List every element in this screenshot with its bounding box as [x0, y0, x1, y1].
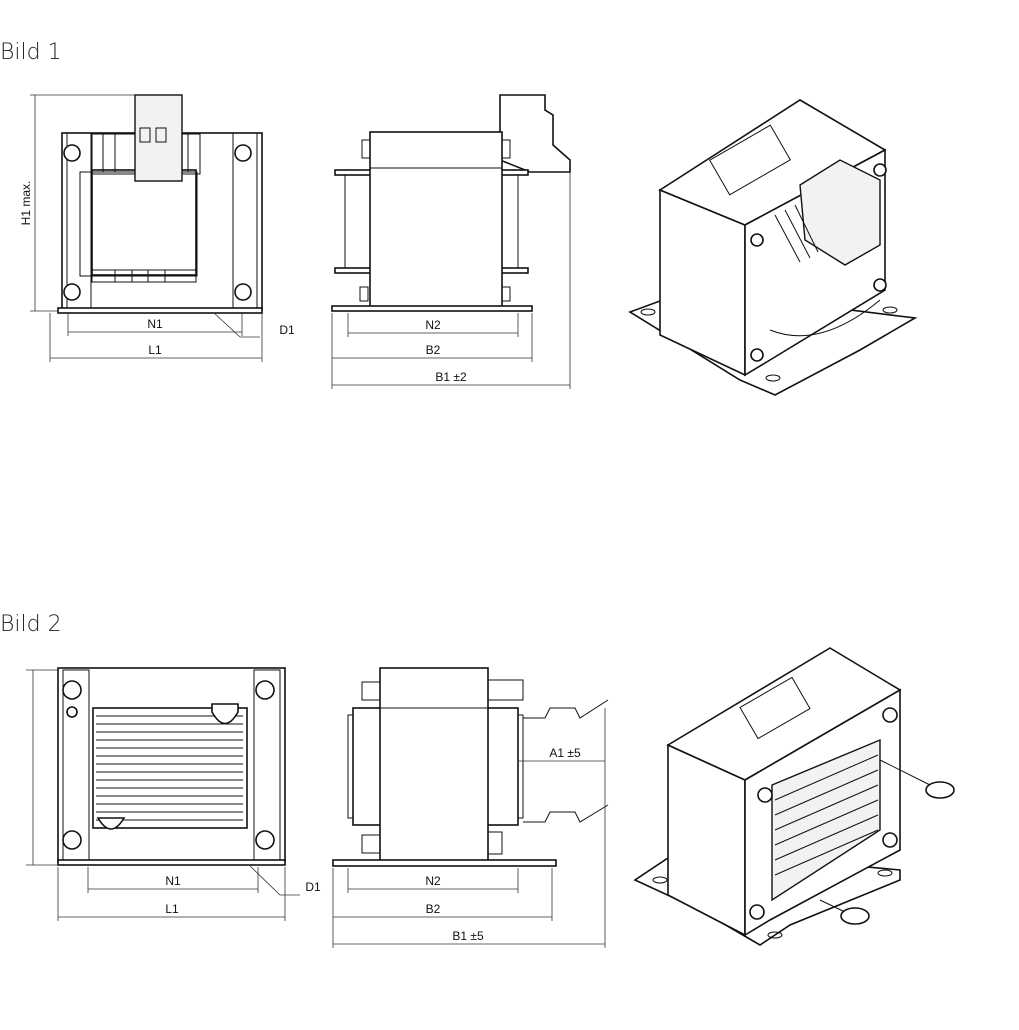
n1-label: N1 — [147, 317, 163, 331]
bolt-icon — [757, 787, 773, 803]
figure-1-title: Bild 1 — [0, 40, 62, 65]
b1-label: B1 ±5 — [452, 929, 484, 943]
bolt-icon — [873, 163, 887, 177]
bolt-icon — [749, 904, 765, 920]
figure-2-title: Bild 2 — [0, 612, 62, 637]
n2-label: N2 — [425, 318, 441, 332]
bolt-icon — [63, 283, 81, 301]
b2-label: B2 — [426, 343, 441, 357]
b2-label: B2 — [426, 902, 441, 916]
d1-label: D1 — [305, 880, 321, 894]
d1-label: D1 — [279, 323, 295, 337]
bolt-icon — [873, 278, 887, 292]
ground-icon — [66, 706, 78, 718]
a1-label: A1 ±5 — [549, 746, 581, 760]
n2-label: N2 — [425, 874, 441, 888]
terminal-bolt-icon — [62, 680, 82, 700]
b1-label: B1 ±2 — [435, 370, 467, 384]
bolt-icon — [62, 830, 82, 850]
n1-label: N1 — [165, 874, 181, 888]
bolt-icon — [750, 348, 764, 362]
bolt-icon — [882, 832, 898, 848]
figure-2-front-view: N1 L1 D1 — [26, 667, 321, 921]
height-label: H1 max. — [19, 181, 33, 226]
bolt-icon — [750, 233, 764, 247]
bolt-icon — [63, 144, 81, 162]
bolt-icon — [255, 680, 275, 700]
bolt-icon — [882, 707, 898, 723]
figure-1-isometric-view — [628, 99, 918, 396]
figure-2-isometric-view — [633, 647, 955, 946]
bolt-icon — [255, 830, 275, 850]
bolt-icon — [234, 283, 252, 301]
l1-label: L1 — [165, 902, 179, 916]
figure-1-front-view: H1 max. N1 L1 D1 — [19, 94, 295, 362]
figure-1-side-view: N2 B2 B1 ±2 — [331, 94, 571, 389]
figure-2-side-view: A1 ±5 N2 B2 B1 ±5 — [332, 667, 609, 948]
bolt-icon — [234, 144, 252, 162]
l1-label: L1 — [148, 343, 162, 357]
